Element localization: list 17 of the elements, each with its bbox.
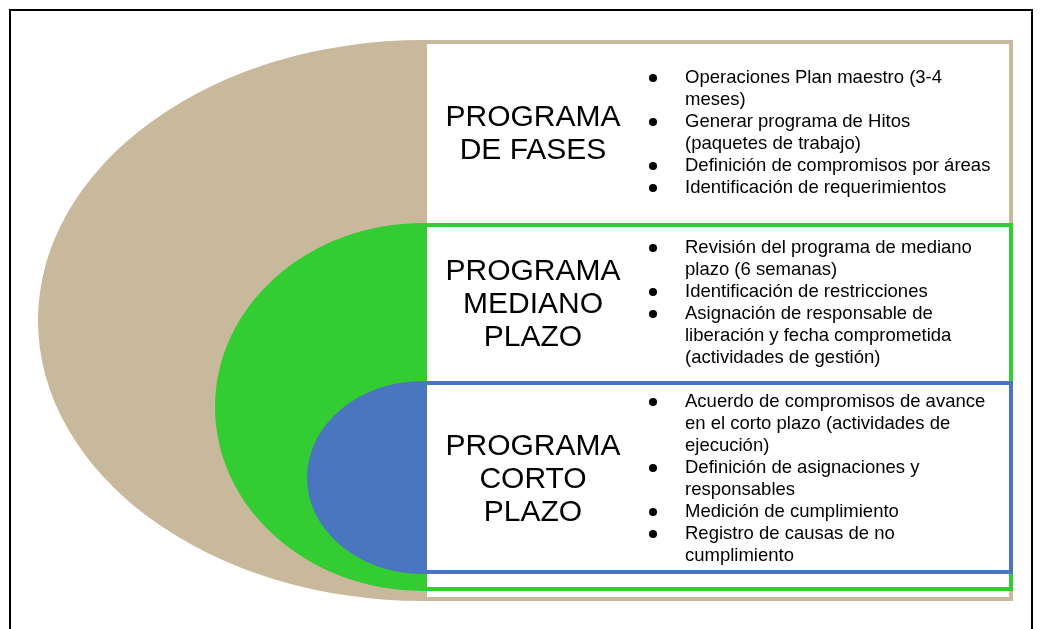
bullet-text: Acuerdo de compromisos de avance en el corto plazo (actividades de ejecución) [685, 389, 987, 456]
bullet-text: Registro de causas de no cumplimiento [685, 521, 896, 566]
program-title: PROGRAMA CORTO PLAZO [444, 428, 622, 527]
bullet-text: Identificación de requerimientos [685, 176, 948, 198]
bullet-text: Medición de cumplimiento [685, 499, 900, 522]
bullet-text: Definición de asignaciones y responsables [685, 455, 921, 500]
bullet-text: Asignación de responsable de liberación y fecha comprometida (actividades de gestión) [685, 302, 953, 368]
program-title: PROGRAMA DE FASES [444, 99, 622, 165]
bullet-text: Operaciones Plan maestro (3-4 meses) [685, 66, 944, 110]
program-title: PROGRAMA MEDIANO PLAZO [444, 252, 622, 352]
bullet-text: Generar programa de Hitos (paquetes de trabajo) [685, 110, 912, 154]
bullet-text: Identificación de restricciones [685, 280, 929, 302]
bullet-text: Definición de compromisos por áreas [685, 154, 992, 176]
program-box [423, 40, 1013, 601]
program-box [423, 223, 1013, 591]
program-box [423, 381, 1013, 574]
bullet-text: Revisión del programa de mediano plazo (6 semanas) [685, 236, 973, 280]
